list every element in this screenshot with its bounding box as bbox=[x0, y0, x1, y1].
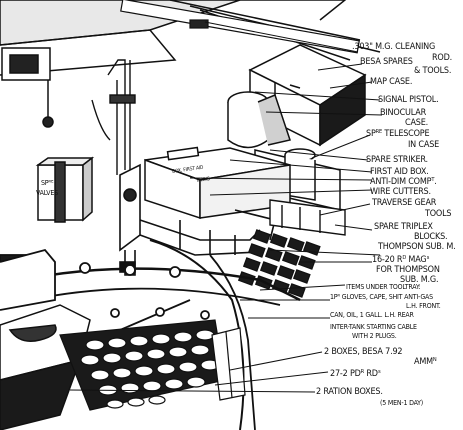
label-sp-telescope-1: SPᴿᴱ TELESCOPE bbox=[366, 129, 430, 139]
label-besa-spares-2: & TOOLS. bbox=[414, 66, 452, 76]
periscope-mount bbox=[1, 47, 54, 128]
first-aid-box bbox=[144, 146, 291, 220]
label-inter-tank-2: WITH 2 PLUGS. bbox=[352, 332, 397, 340]
round-stowage-2pdr bbox=[59, 319, 226, 411]
label-mg-cleaning-rod-2: ROD. bbox=[432, 53, 453, 63]
label-ration-boxes-2: (5 MEN-1 DAY) bbox=[380, 399, 424, 407]
label-spare-striker: SPARE STRIKER. bbox=[366, 155, 428, 165]
label-rounds-2pdr: 27-2 PDᴿ RDˢ bbox=[330, 369, 381, 379]
label-thompson-mags-1: 16-20 Rᴰ MAGˢ bbox=[372, 255, 430, 265]
label-spare-triplex-1: SPARE TRIPLEX bbox=[374, 222, 433, 232]
leader-lines bbox=[69, 21, 383, 393]
label-ration-boxes-1: 2 RATION BOXES. bbox=[316, 387, 383, 397]
label-first-aid-3: WIRE CUTTERS. bbox=[370, 187, 431, 197]
label-besa-boxes-2: AMMᴺ bbox=[414, 357, 437, 367]
label-items-under-1: ITEMS UNDER TOOLTRAY: bbox=[346, 283, 421, 291]
label-besa-boxes-1: 2 BOXES, BESA 7.92 bbox=[324, 347, 403, 357]
label-spare-triplex-2: BLOCKS. bbox=[414, 232, 448, 242]
label-mg-cleaning-rod-1: .303" M.G. CLEANING bbox=[352, 42, 436, 52]
label-first-aid-1: FIRST AID BOX. bbox=[370, 167, 429, 177]
label-map-case: MAP CASE. bbox=[370, 77, 413, 87]
label-binocular-case-2: CASE. bbox=[405, 118, 429, 128]
label-items-under-4: CAN, OIL, 1 GALL. L.H. REAR bbox=[330, 311, 414, 319]
label-first-aid-2: ANTI-DIM COMPᵀ. bbox=[370, 177, 437, 187]
label-signal-pistol: SIGNAL PISTOL. bbox=[378, 95, 439, 105]
label-thompson-mags-2: FOR THOMPSON bbox=[376, 265, 440, 275]
label-items-under-3: L.H. FRONT. bbox=[406, 302, 441, 310]
label-items-under-2: 1Pᴿ GLOVES, CAPE, SHIT ANTI-GAS bbox=[330, 293, 433, 301]
rear-wall-brackets bbox=[91, 59, 136, 175]
label-besa-spares-1: BESA SPARES bbox=[360, 57, 413, 67]
spare-valves-box bbox=[35, 156, 95, 223]
label-thompson-mags-3: SUB. M.G. bbox=[400, 275, 439, 285]
floor-compartment bbox=[0, 304, 91, 430]
label-inter-tank-1: INTER-TANK STARTING CABLE bbox=[330, 323, 417, 331]
traverse-tools bbox=[269, 199, 346, 236]
label-binocular-case-1: BINOCULAR bbox=[380, 108, 427, 118]
label-thompson-smg: THOMPSON SUB. M. bbox=[378, 242, 456, 252]
label-spare-valves-2: VALVES bbox=[36, 189, 58, 197]
label-spare-valves-1: SPᴿᴱ bbox=[41, 179, 54, 187]
label-traverse-gear-2: TOOLS bbox=[425, 209, 452, 219]
label-sp-telescope-2: IN CASE bbox=[408, 140, 440, 150]
label-traverse-gear-1: TRAVERSE GEAR bbox=[372, 198, 437, 208]
binocular-case bbox=[227, 91, 291, 149]
cleaning-rod-stowage bbox=[120, 0, 360, 54]
